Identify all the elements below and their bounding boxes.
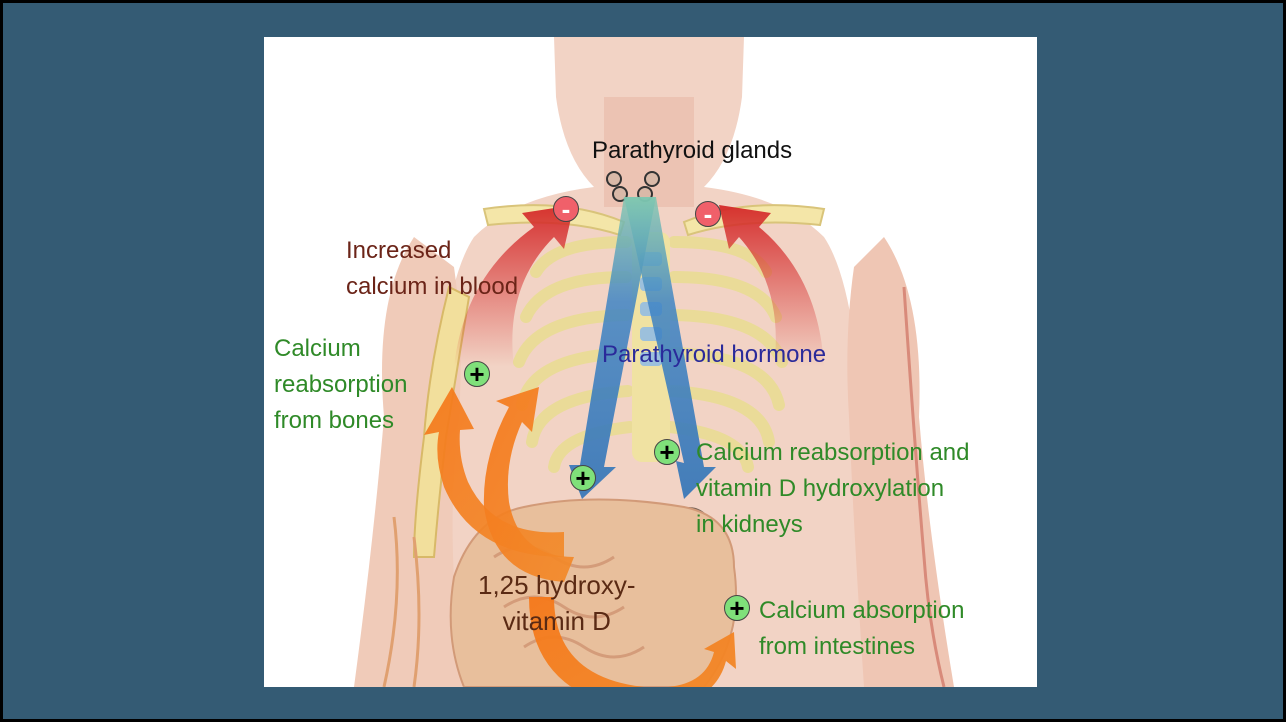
plus-sign-bones: + xyxy=(464,361,490,387)
parathyroid-hormone-label: Parathyroid hormone xyxy=(602,337,826,373)
parathyroid-diagram: Parathyroid glands Increased calcium in … xyxy=(264,37,1037,687)
vitamin-d-label: 1,25 hydroxy- vitamin D xyxy=(478,567,636,639)
kidneys-effect-label: Calcium reabsorption and vitamin D hydro… xyxy=(696,435,969,543)
plus-sign-kidneys: + xyxy=(654,439,680,465)
plus-sign-intestines: + xyxy=(724,595,750,621)
minus-sign-right: - xyxy=(695,201,721,227)
parathyroid-glands-label: Parathyroid glands xyxy=(592,133,792,169)
plus-sign-kidney-left: + xyxy=(570,465,596,491)
intestines-effect-label: Calcium absorption from intestines xyxy=(759,593,964,665)
bones-effect-label: Calcium reabsorption from bones xyxy=(274,331,407,439)
minus-sign-left: - xyxy=(553,196,579,222)
increased-calcium-label: Increased calcium in blood xyxy=(346,233,518,305)
